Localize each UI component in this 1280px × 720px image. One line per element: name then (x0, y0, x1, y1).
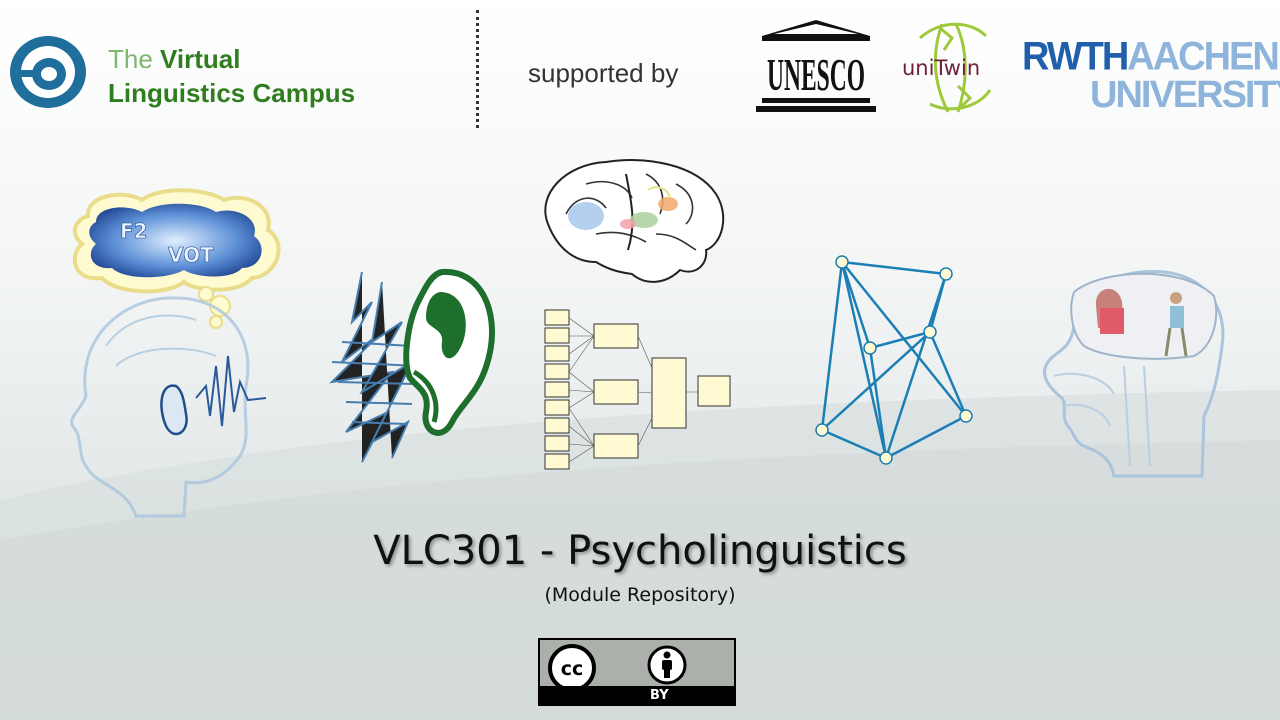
ear-waveform-illustration (329, 268, 495, 463)
a-logo-icon[interactable] (6, 32, 90, 112)
supported-by-label: supported by (528, 58, 679, 88)
page-title: VLC301 - Psycholinguistics (373, 528, 907, 574)
cloud-label-f2: F2 (120, 219, 148, 243)
page-subtitle: (Module Repository) (544, 584, 736, 606)
unesco-logo[interactable]: UNESCO (754, 18, 878, 116)
head-thought-cloud-illustration: F2 VOT (70, 188, 281, 518)
by-label: BY (650, 688, 669, 703)
processing-model-diagram (544, 309, 731, 470)
vlc-logo-text[interactable]: The Virtual Linguistics Campus (108, 42, 355, 110)
cc-by-bar: BY (540, 686, 734, 704)
attribution-person-icon (647, 645, 687, 685)
cc-icon: cc (548, 644, 596, 692)
brain-illustration (544, 159, 725, 283)
cc-by-license-badge[interactable]: cc BY (538, 638, 736, 706)
cloud-label-vot: VOT (168, 243, 214, 267)
cc-label: cc (561, 658, 584, 680)
header-divider (476, 10, 479, 128)
rwth-label: RWTH (1022, 34, 1129, 80)
unesco-label: UNESCO (767, 49, 865, 100)
network-graph-illustration (815, 255, 973, 465)
university-label: UNIVERSITY (1090, 74, 1280, 116)
unitwin-globe-icon[interactable] (900, 18, 1004, 116)
head-conversation-illustration (1043, 269, 1225, 478)
aachen-label: AACHEN (1127, 34, 1280, 80)
rwth-logo[interactable]: RWTHAACHEN (1022, 34, 1280, 80)
logo-text-line2: Linguistics Campus (108, 78, 356, 108)
logo-text-virtual: Virtual (160, 44, 241, 74)
unitwin-label: uniTwin (902, 56, 981, 80)
logo-text-the: The (108, 44, 153, 74)
